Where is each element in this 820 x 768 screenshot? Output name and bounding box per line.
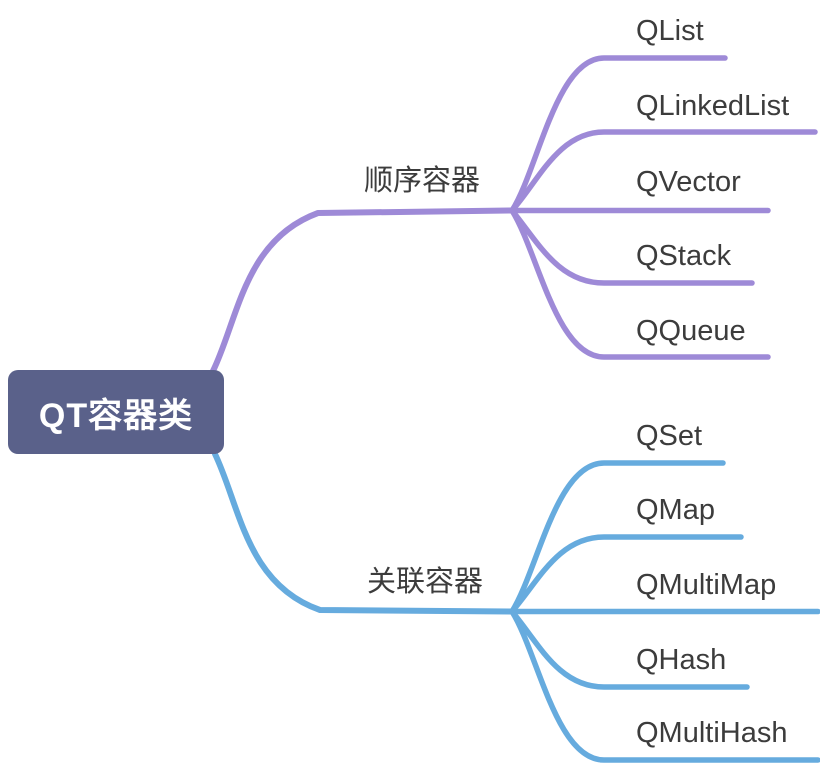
leaf-line-qlist <box>509 55 728 214</box>
root-node-qt-containers[interactable]: QT容器类 <box>8 370 224 454</box>
leaf-node-qmap[interactable]: QMap <box>636 494 715 526</box>
leaf-line-qmultihash <box>509 608 820 763</box>
leaf-line-qqueue <box>509 207 771 360</box>
leaf-line-qstack <box>509 207 755 286</box>
branch-line-sequential <box>210 207 515 374</box>
leaf-node-qvector[interactable]: QVector <box>636 166 741 198</box>
leaf-line-qmap <box>509 534 744 615</box>
leaf-node-qmultimap[interactable]: QMultiMap <box>636 569 777 601</box>
leaf-node-qlinkedlist[interactable]: QLinkedList <box>636 90 790 122</box>
leaf-node-qstack[interactable]: QStack <box>636 240 732 272</box>
leaf-line-qhash <box>509 608 750 690</box>
leaf-node-qset[interactable]: QSet <box>636 420 703 452</box>
leaf-line-qlinkedlist <box>509 129 818 214</box>
branch-node-sequential-containers[interactable]: 顺序容器 <box>364 165 481 197</box>
leaf-line-qset <box>509 460 726 615</box>
leaf-node-qqueue[interactable]: QQueue <box>636 315 746 347</box>
branch-node-associative-containers[interactable]: 关联容器 <box>367 566 484 598</box>
leaf-node-qlist[interactable]: QList <box>636 15 704 47</box>
leaf-node-qmultihash[interactable]: QMultiHash <box>636 717 788 749</box>
branch-line-associative <box>212 451 515 615</box>
leaf-node-qhash[interactable]: QHash <box>636 644 727 676</box>
root-node-label: QT容器类 <box>38 396 194 435</box>
